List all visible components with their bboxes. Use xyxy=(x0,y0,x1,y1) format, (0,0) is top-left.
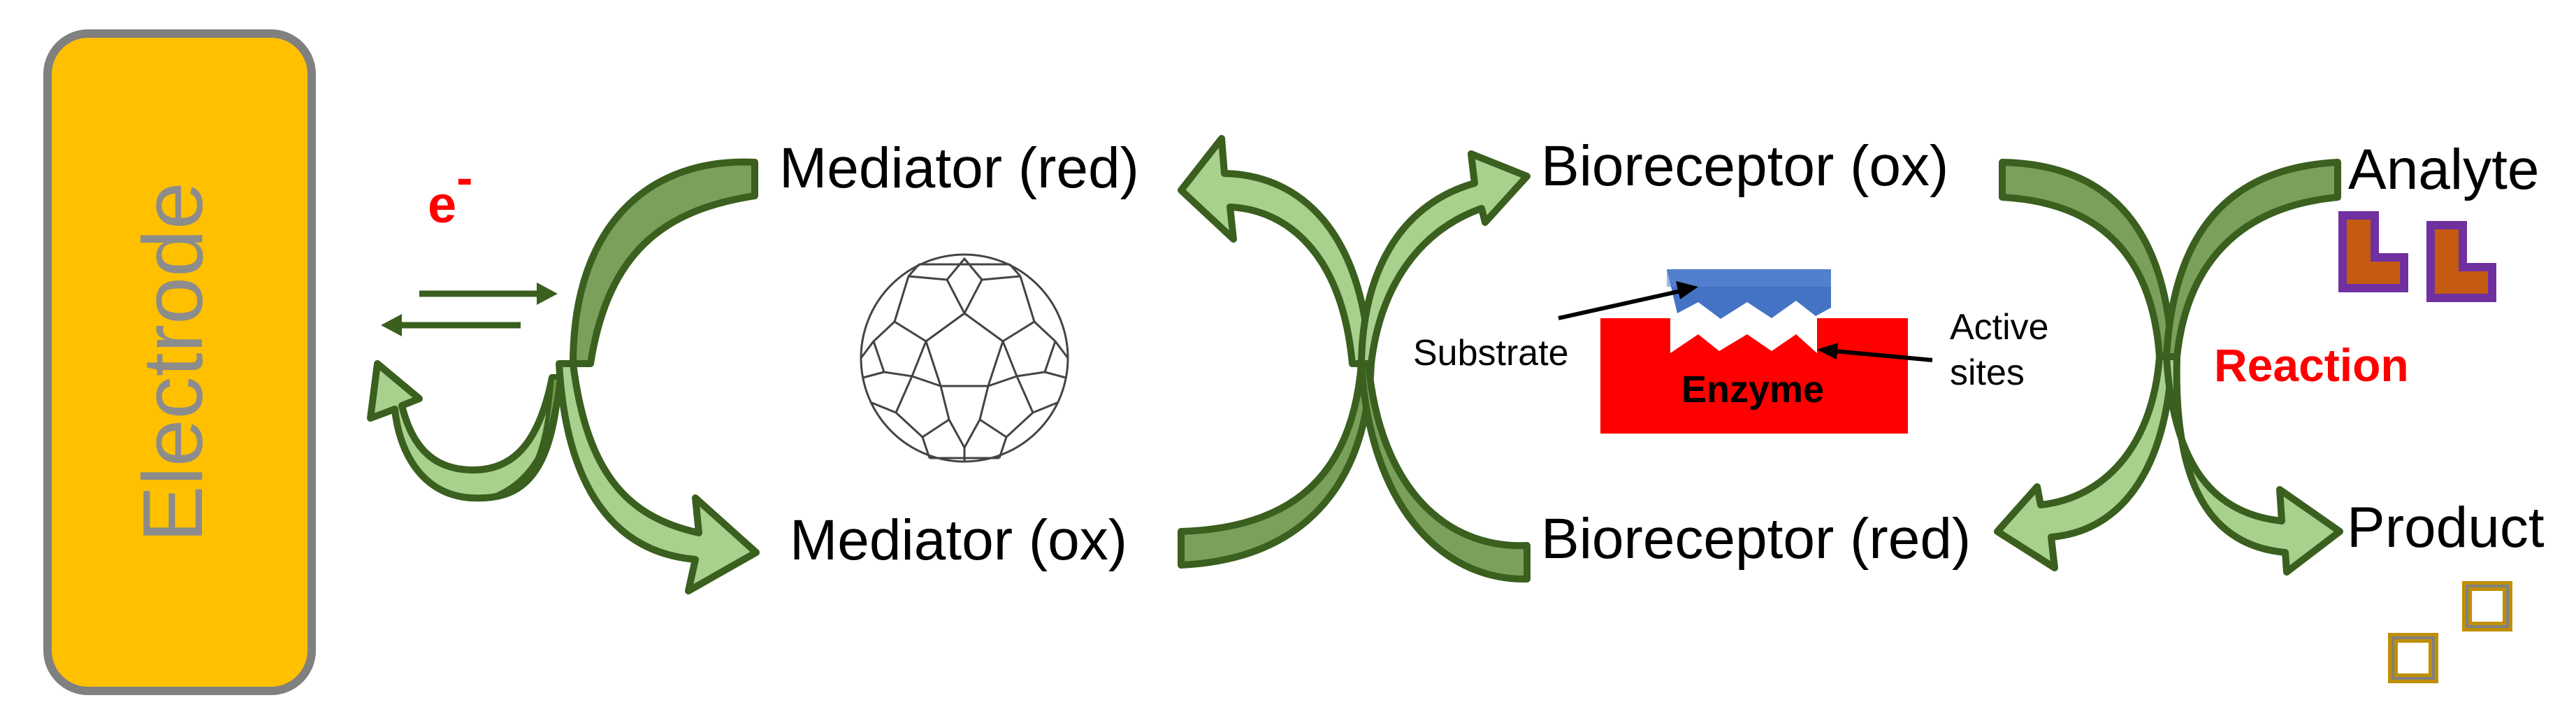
backward-arrow-icon xyxy=(381,314,521,336)
square-icon-inner xyxy=(2392,636,2435,680)
arc-from-analyte xyxy=(2163,159,2341,360)
mediator-bioreceptor-arcs xyxy=(1178,135,1531,583)
arc-mediator-red-to-electrode xyxy=(570,158,758,367)
bioreceptor-ox-label: Bioreceptor (ox) xyxy=(1541,134,1948,198)
fullerene-icon xyxy=(860,253,1069,463)
bioreceptor-red-label: Bioreceptor (red) xyxy=(1541,507,1971,571)
substrate-label: Substrate xyxy=(1413,333,1569,373)
square-icon xyxy=(2388,633,2438,683)
arc-to-bioreceptor-red xyxy=(1994,353,2176,571)
electrode-label: Electrode xyxy=(125,182,220,542)
electron-letter: e xyxy=(428,176,456,234)
mediator-red-label: Mediator (red) xyxy=(779,136,1139,200)
arc-return-shadow xyxy=(488,376,562,500)
product-label: Product xyxy=(2347,496,2545,559)
arc-from-mediator-ox xyxy=(1178,360,1375,569)
electrode: Electrode xyxy=(43,29,316,695)
active-sites-pointer xyxy=(1834,349,1933,362)
substrate-pointer-head xyxy=(1676,281,1698,299)
arc-return-to-electrode xyxy=(367,360,563,502)
enzyme-label: Enzyme xyxy=(1681,369,1824,411)
active-sites-label-line1: Active xyxy=(1950,307,2049,348)
analyte-icons xyxy=(2338,211,2496,302)
product-icons xyxy=(2388,581,2512,683)
electron-charge: - xyxy=(456,150,472,205)
analyte-label: Analyte xyxy=(2348,138,2540,201)
arc-to-mediator-red xyxy=(1178,135,1373,367)
arc-from-bioreceptor-red xyxy=(1358,360,1531,583)
square-icon-inner xyxy=(2466,585,2509,628)
l-shape-icon xyxy=(2426,221,2496,302)
arc-to-product xyxy=(2163,353,2343,576)
electron-transfer: e- xyxy=(381,150,558,336)
square-icon xyxy=(2462,581,2512,631)
l-shape-icon xyxy=(2338,211,2408,292)
arc-to-bioreceptor-ox xyxy=(1358,150,1531,367)
electrode-block xyxy=(43,29,316,695)
bioreceptor-analyte-arcs xyxy=(1994,159,2343,576)
substrate-pointer xyxy=(1558,288,1685,320)
active-sites-label-line2: sites xyxy=(1950,352,2025,393)
reaction-label: Reaction xyxy=(2214,339,2409,391)
mediator-ox-label: Mediator (ox) xyxy=(790,508,1127,572)
forward-arrow-icon xyxy=(419,283,558,305)
active-sites-pointer-head xyxy=(1817,343,1838,359)
arc-electrode-to-mediator-ox xyxy=(556,360,760,594)
enzyme-illustration: Enzyme Substrate Active sites xyxy=(1413,269,2049,434)
substrate-gradient-shade xyxy=(1667,269,1831,287)
electron-symbol: e- xyxy=(428,150,472,234)
mediator-electrode-arcs xyxy=(367,158,760,594)
